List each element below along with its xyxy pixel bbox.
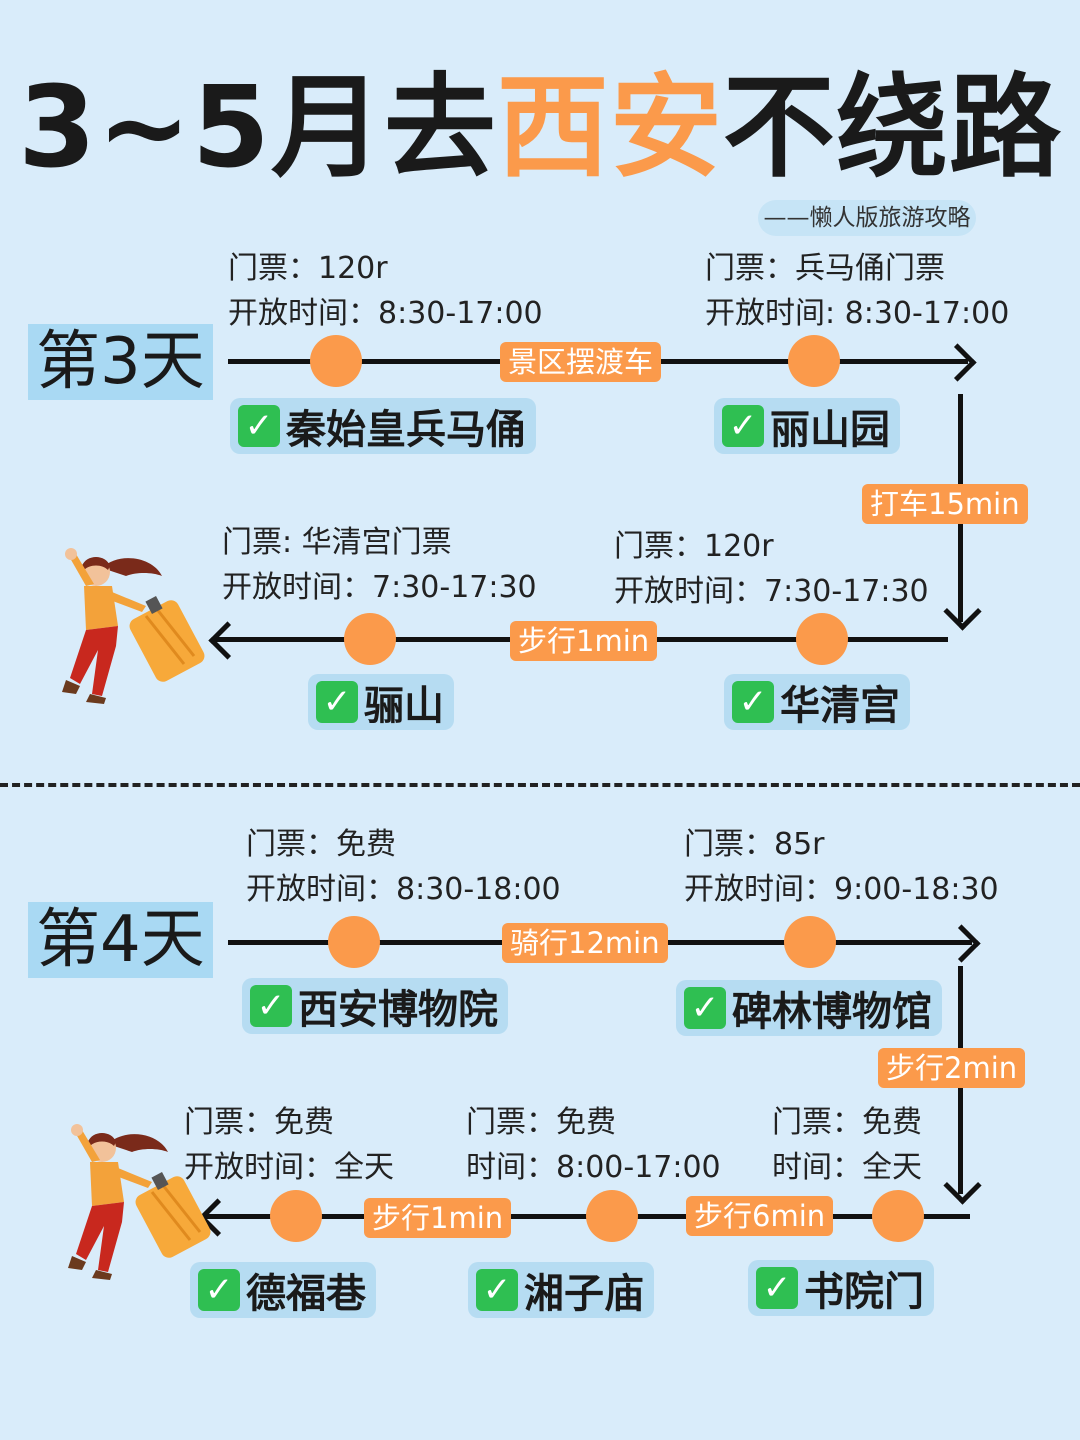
place-name: 骊山: [364, 683, 444, 729]
place-chip: ✓ 碑林博物馆: [676, 980, 942, 1036]
check-mark-icon: ✓: [476, 1269, 518, 1311]
ticket-text: 门票：免费: [466, 1105, 616, 1140]
ticket-text: 门票: 华清宫门票: [222, 525, 452, 560]
place-name: 丽山园: [770, 407, 890, 453]
page-title: 3~5月去西安不绕路: [18, 63, 1062, 193]
ticket-text: 门票：免费: [246, 827, 396, 862]
transport-pill: 步行2min: [878, 1048, 1026, 1088]
arrow-right-icon: [938, 343, 977, 382]
day3-stop3-info: 门票：120r 开放时间：7:30-17:30: [614, 524, 929, 614]
stop-dot: [344, 613, 396, 665]
transport-pill: 骑行12min: [502, 923, 668, 963]
place-chip: ✓ 西安博物院: [242, 978, 508, 1034]
hours-text: 开放时间: 8:30-17:00: [705, 296, 1010, 331]
ticket-text: 门票：免费: [772, 1105, 922, 1140]
day4-stop4-info: 门票：免费 时间：8:00-17:00: [466, 1100, 721, 1190]
transport-pill: 景区摆渡车: [500, 342, 662, 382]
day4-stop2-info: 门票：85r 开放时间：9:00-18:30: [684, 822, 999, 912]
stop-dot: [270, 1190, 322, 1242]
place-chip: ✓ 骊山: [308, 674, 454, 730]
ticket-text: 门票：免费: [184, 1105, 334, 1140]
place-chip: ✓ 丽山园: [714, 398, 900, 454]
ticket-text: 门票：120r: [228, 251, 388, 286]
arrow-down-icon: [943, 592, 982, 631]
stop-dot: [310, 335, 362, 387]
day4-label: 第4天: [28, 902, 213, 978]
place-name: 湘子庙: [524, 1271, 644, 1317]
title-highlight: 西安: [496, 63, 723, 193]
hours-text: 开放时间：全天: [184, 1150, 394, 1185]
hours-text: 时间：8:00-17:00: [466, 1150, 721, 1185]
stop-dot: [328, 916, 380, 968]
traveler-illustration: [68, 1124, 211, 1280]
place-name: 碑林博物馆: [732, 989, 932, 1035]
check-mark-icon: ✓: [250, 985, 292, 1027]
transport-pill: 步行1min: [364, 1198, 512, 1238]
place-name: 书院门: [804, 1269, 924, 1315]
day3-label: 第3天: [28, 324, 213, 400]
check-mark-icon: ✓: [198, 1269, 240, 1311]
arrow-left-icon: [208, 621, 247, 660]
transport-pill: 打车15min: [862, 484, 1028, 524]
check-mark-icon: ✓: [756, 1267, 798, 1309]
check-mark-icon: ✓: [238, 405, 280, 447]
section-divider: [0, 783, 1080, 787]
check-mark-icon: ✓: [722, 405, 764, 447]
place-chip: ✓ 秦始皇兵马俑: [230, 398, 536, 454]
place-name: 华清宫: [780, 683, 900, 729]
day3-stop4-info: 门票: 华清宫门票 开放时间：7:30-17:30: [222, 520, 537, 610]
subtitle: ——懒人版旅游攻略: [758, 200, 976, 236]
day3-stop1-info: 门票：120r 开放时间：8:30-17:00: [228, 246, 543, 336]
day3-stop2-info: 门票：兵马俑门票 开放时间: 8:30-17:00: [705, 246, 1009, 336]
place-chip: ✓ 德福巷: [190, 1262, 376, 1318]
hours-text: 开放时间：7:30-17:30: [614, 574, 929, 609]
hours-text: 开放时间：9:00-18:30: [684, 872, 999, 907]
hours-text: 开放时间：8:30-18:00: [246, 872, 561, 907]
place-chip: ✓ 书院门: [748, 1260, 934, 1316]
hours-text: 开放时间：7:30-17:30: [222, 570, 537, 605]
stop-dot: [872, 1190, 924, 1242]
transport-pill: 步行1min: [510, 621, 658, 661]
place-chip: ✓ 华清宫: [724, 674, 910, 730]
transport-pill: 步行6min: [686, 1196, 834, 1236]
place-chip: ✓ 湘子庙: [468, 1262, 654, 1318]
ticket-text: 门票：85r: [684, 827, 825, 862]
stop-dot: [788, 335, 840, 387]
ticket-text: 门票：兵马俑门票: [705, 251, 945, 286]
place-name: 西安博物院: [298, 987, 498, 1033]
place-name: 秦始皇兵马俑: [286, 407, 526, 453]
place-name: 德福巷: [246, 1271, 366, 1317]
ticket-text: 门票：120r: [614, 529, 774, 564]
stop-dot: [586, 1190, 638, 1242]
traveler-illustration: [62, 548, 205, 704]
day4-stop3-info: 门票：免费 时间：全天: [772, 1100, 922, 1190]
hours-text: 时间：全天: [772, 1150, 922, 1185]
check-mark-icon: ✓: [732, 681, 774, 723]
day4-stop1-info: 门票：免费 开放时间：8:30-18:00: [246, 822, 561, 912]
arrow-down-icon: [943, 1166, 982, 1205]
stop-dot: [784, 916, 836, 968]
stop-dot: [796, 613, 848, 665]
hours-text: 开放时间：8:30-17:00: [228, 296, 543, 331]
arrow-right-icon: [942, 924, 981, 963]
check-mark-icon: ✓: [316, 681, 358, 723]
check-mark-icon: ✓: [684, 987, 726, 1029]
day4-stop5-info: 门票：免费 开放时间：全天: [184, 1100, 394, 1190]
